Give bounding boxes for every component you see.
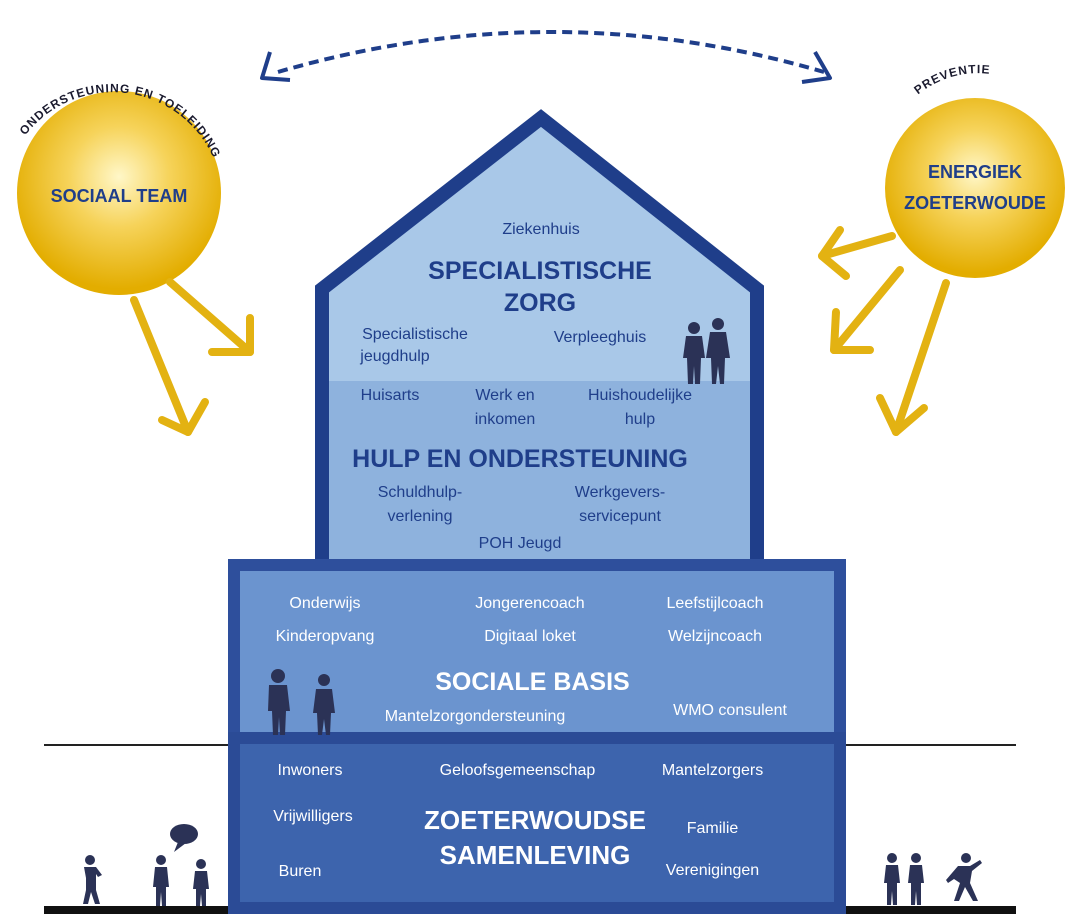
sun-left: [17, 91, 221, 295]
samen-title-line2: SAMENLEVING: [439, 840, 631, 870]
samen-item-mantelzorgers: Mantelzorgers: [661, 762, 764, 779]
basis-item-digitaal-loket: Digitaal loket: [484, 628, 576, 645]
people-right-silhouette-icon: [884, 853, 982, 905]
sun-right-arrows: [818, 226, 950, 436]
hulp-item-huisarts: Huisarts: [360, 387, 420, 404]
basis-item-jongerencoach: Jongerencoach: [475, 595, 585, 612]
house-outline: [315, 109, 764, 560]
basis-item-mantelzorg: Mantelzorgondersteuning: [384, 708, 566, 725]
speech-bubble-icon: [170, 824, 198, 852]
samen-item-vrijwilligers: Vrijwilligers: [273, 808, 353, 825]
hulp-item-poh-jeugd: POH Jeugd: [478, 535, 562, 552]
hulp-item-huishoudelijke: Huishoudelijke: [587, 387, 693, 404]
basis-item-kinderopvang: Kinderopvang: [275, 628, 375, 645]
roof-title-line2: ZORG: [503, 289, 577, 317]
samenleving-block: [228, 732, 846, 914]
hulp-item-inkomen: inkomen: [474, 411, 536, 428]
basis-item-onderwijs: Onderwijs: [289, 595, 361, 612]
hulp-item-servicepunt: servicepunt: [579, 508, 661, 525]
sociale-basis-block: [228, 559, 846, 744]
basis-title: SOCIALE BASIS: [435, 668, 630, 696]
basis-item-wmo: WMO consulent: [673, 702, 787, 719]
sun-right-label-line1: ENERGIEK: [927, 162, 1023, 182]
sun-right-label-line2: ZOETERWOUDE: [904, 193, 1046, 213]
hulp-title: HULP EN ONDERSTEUNING: [352, 445, 688, 473]
sun-right: [885, 98, 1065, 278]
hulp-item-schuldhulp: Schuldhulp-: [377, 484, 463, 501]
hulp-item-verlening: verlening: [387, 508, 453, 525]
hulp-section-fill: [322, 381, 757, 560]
hulp-item-werkgevers: Werkgevers-: [574, 484, 666, 501]
roof-item-jeugdhulp: jeugdhulp: [360, 348, 430, 365]
people-left-silhouette-icon: [83, 855, 209, 906]
two-people-silhouette-icon: [268, 669, 335, 735]
samen-title-line1: ZOETERWOUDSE: [424, 805, 646, 835]
roof-item-specialistische: Specialistische: [362, 326, 468, 343]
basis-item-welzijncoach: Welzijncoach: [668, 628, 762, 645]
bidirectional-arrow: [260, 30, 832, 84]
roof-title-line1: SPECIALISTISCHE: [428, 257, 652, 285]
roof-top-item: Ziekenhuis: [502, 221, 580, 238]
roof-item-verpleeghuis: Verpleeghuis: [553, 329, 647, 346]
samen-item-verenigingen: Verenigingen: [665, 862, 760, 879]
samen-item-buren: Buren: [278, 863, 322, 880]
hulp-item-werk-en: Werk en: [475, 387, 535, 404]
sun-right-arc-label: PREVENTIE: [911, 62, 991, 97]
samen-item-geloofsgemeenschap: Geloofsgemeenschap: [439, 762, 596, 779]
hulp-item-hulp: hulp: [624, 411, 656, 428]
samen-item-familie: Familie: [686, 820, 739, 837]
sun-left-label: SOCIAAL TEAM: [50, 186, 188, 206]
basis-item-leefstijlcoach: Leefstijlcoach: [666, 595, 764, 612]
samen-item-inwoners: Inwoners: [277, 762, 343, 779]
sun-left-arrows: [130, 278, 254, 436]
couple-silhouette-icon: [683, 318, 730, 384]
